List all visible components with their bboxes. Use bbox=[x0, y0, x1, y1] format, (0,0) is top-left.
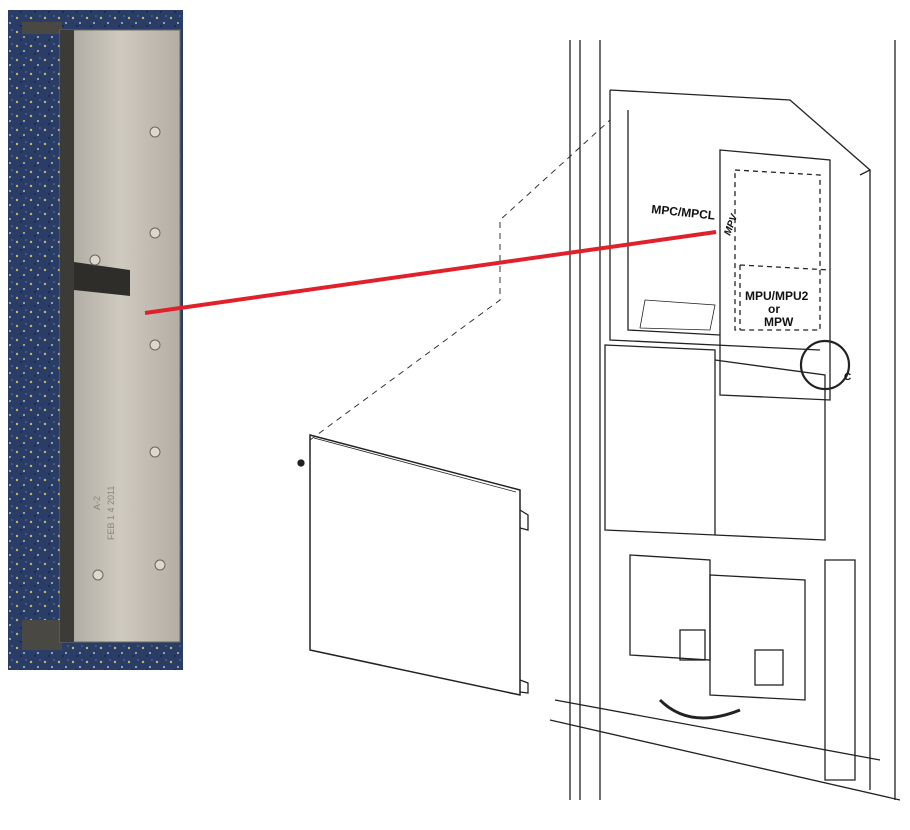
label-mpu-line2: or bbox=[768, 302, 780, 316]
label-mpc: MPC/MPCL bbox=[651, 202, 716, 223]
label-detail-c: C bbox=[844, 372, 851, 383]
bracket-photo: A-2 FEB 1 4 2011 bbox=[8, 10, 183, 670]
label-mpu-line3: MPW bbox=[764, 315, 794, 329]
svg-text:FEB 1 4 2011: FEB 1 4 2011 bbox=[106, 486, 116, 540]
svg-text:A-2: A-2 bbox=[92, 496, 102, 510]
cabinet-drawing bbox=[297, 40, 901, 801]
label-mpv: MPV bbox=[722, 212, 740, 237]
leader-line bbox=[144, 230, 717, 315]
label-mpu-line1: MPU/MPU2 bbox=[745, 289, 809, 303]
